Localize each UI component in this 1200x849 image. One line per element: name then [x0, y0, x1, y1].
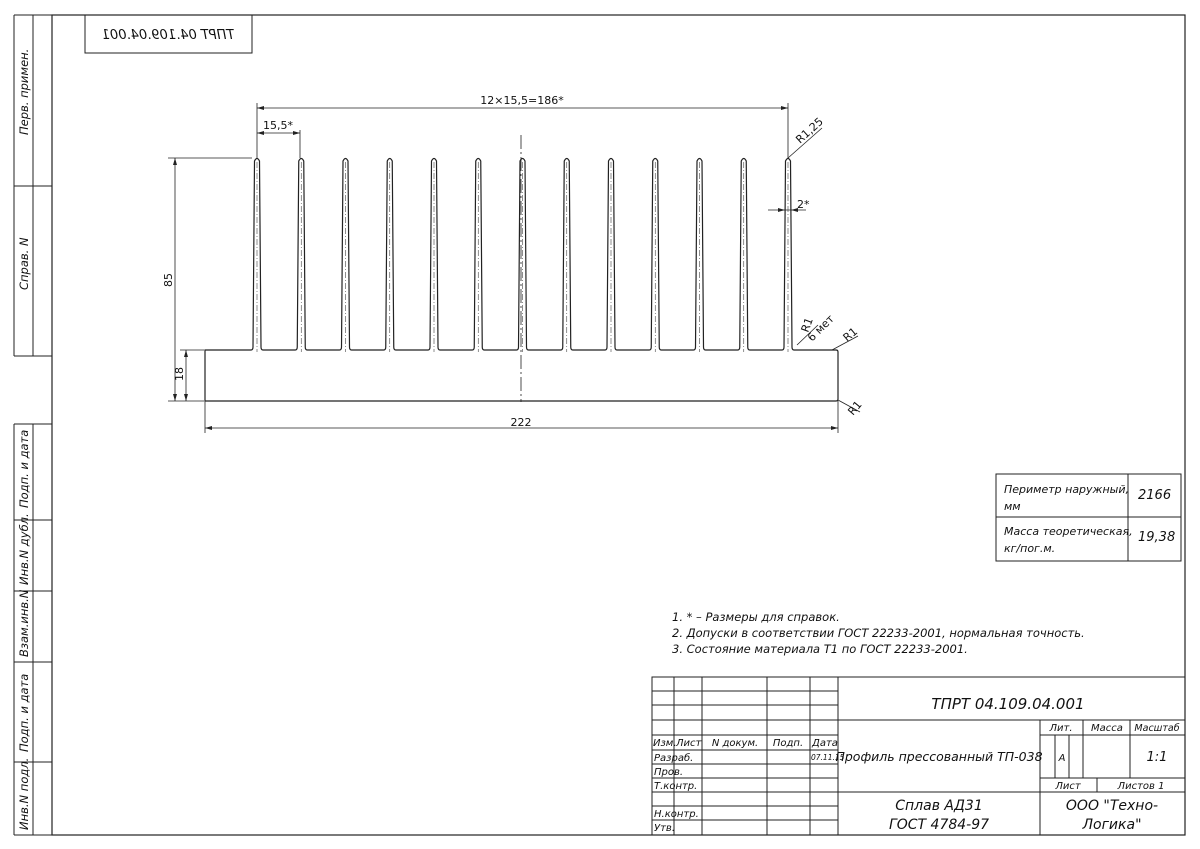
col-list: Лист [675, 738, 703, 749]
company-2: Логика" [1081, 817, 1141, 833]
note-1: 1. * – Размеры для справок. [672, 610, 840, 624]
col-data: Дата [811, 738, 838, 749]
company-1: ООО "Техно- [1066, 798, 1158, 814]
material-2: ГОСТ 4784-97 [889, 817, 989, 833]
col-izm: Изм. [653, 738, 677, 749]
mass-value: 19,38 [1138, 530, 1176, 545]
stamp-inv-dubl: Инв.N дубл. [17, 513, 31, 585]
arrow-base-bottom [184, 394, 188, 401]
stamp-vzam-inv: Взам.инв.N [17, 589, 31, 657]
title-name: Профиль прессованный ТП-038 [835, 749, 1042, 764]
top-code-box [84, 14, 253, 54]
left-stamp [13, 14, 52, 836]
dim-width: 222 [511, 416, 532, 429]
massa-label: Масса [1091, 723, 1123, 734]
arrow-base-top [184, 350, 188, 357]
arrow-height-bottom [173, 394, 177, 401]
arrow-thickness-left [778, 208, 785, 212]
heatsink-profile [204, 157, 839, 402]
arrow-width-right [831, 426, 838, 430]
row-nkontr: Н.контр. [654, 809, 699, 820]
top-code-mirrored: ТПРТ 04.109.04.001 [102, 28, 235, 43]
sheet-frame [51, 14, 1186, 836]
dim-fin-thickness: 2* [797, 198, 810, 211]
arrow-pitch-right [293, 131, 300, 135]
date-razrab: 07.11.15 [811, 753, 845, 762]
dim-total-fins: 12×15,5=186* [480, 94, 564, 107]
sheets-label: Листов 1 [1117, 781, 1165, 792]
dim-height: 85 [162, 273, 175, 287]
stamp-inv-podl: Инв.N подл. [17, 758, 31, 830]
profile-outline [204, 157, 839, 402]
lit-value: А [1058, 753, 1066, 764]
dim-r1-corner-bottom: R1 [845, 398, 864, 418]
note-2: 2. Допуски в соответствии ГОСТ 22233-200… [672, 626, 1085, 640]
stamp-perv-primen: Перв. примен. [17, 49, 31, 135]
arrow-width-left [205, 426, 212, 430]
col-podp: Подп. [773, 738, 803, 749]
row-tkontr: Т.контр. [654, 781, 697, 792]
sheet-label: Лист [1054, 781, 1082, 792]
arrow-pitch-left [257, 131, 264, 135]
arrow-total-right [781, 106, 788, 110]
arrow-total-left [257, 106, 264, 110]
dim-base: 18 [173, 367, 186, 381]
perimeter-label: Периметр наружный, мм [1004, 483, 1129, 513]
arrow-height-top [173, 158, 177, 165]
stamp-podp-data-1: Подп. и дата [17, 430, 31, 508]
row-utv: Утв. [654, 823, 675, 834]
property-table [995, 473, 1182, 562]
title-code: ТПРТ 04.109.04.001 [931, 695, 1084, 713]
material-1: Сплав АД31 [895, 798, 983, 814]
title-block-grid [651, 676, 1186, 836]
property-table-text: Периметр наружный, мм 2166 Масса теорети… [996, 474, 1181, 561]
lit-label: Лит. [1048, 723, 1072, 734]
dim-r1-fin-root: R1 [799, 316, 816, 334]
row-prov: Пров. [654, 767, 683, 778]
dim-pitch: 15,5* [263, 119, 293, 132]
dim-radius-top: R1,25 [793, 115, 826, 146]
dim-r1-corner-top: R1 [841, 325, 861, 344]
note-3: 3. Состояние материала Т1 по ГОСТ 22233-… [672, 642, 968, 656]
stamp-podp-data-2: Подп. и дата [17, 674, 31, 752]
scale-value: 1:1 [1147, 750, 1168, 765]
perimeter-value: 2166 [1138, 488, 1172, 503]
dimensions [168, 103, 861, 433]
col-ndokum: N докум. [712, 738, 758, 749]
row-razrab: Разраб. [654, 752, 693, 764]
masshtab-label: Масштаб [1134, 723, 1179, 734]
stamp-sprav-n: Справ. N [17, 237, 31, 290]
mass-label: Масса теоретическая, кг/пог.м. [1004, 525, 1133, 555]
arrow-thickness-right [791, 208, 798, 212]
